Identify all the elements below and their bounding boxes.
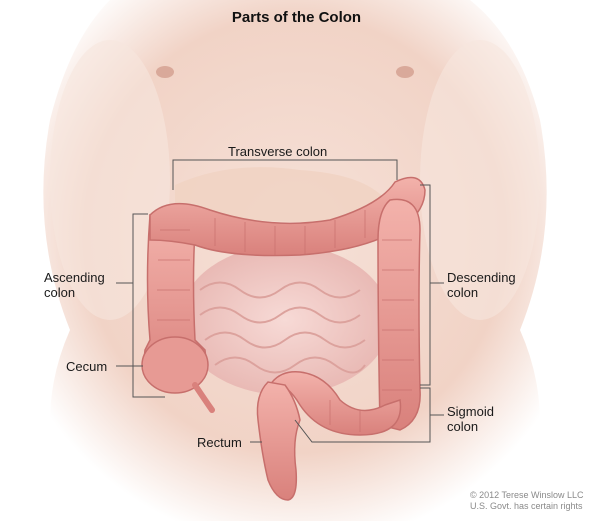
label-ascending-line2: colon [44, 285, 105, 300]
descending-colon [378, 199, 420, 430]
right-nipple [396, 66, 414, 78]
credit-line1: © 2012 Terese Winslow LLC [470, 490, 584, 501]
label-transverse-colon: Transverse colon [228, 144, 327, 159]
copyright-credit: © 2012 Terese Winslow LLC U.S. Govt. has… [470, 490, 584, 512]
label-sigmoid-line1: Sigmoid [447, 404, 494, 419]
label-sigmoid-colon: Sigmoid colon [447, 404, 494, 434]
label-descending-line2: colon [447, 285, 516, 300]
label-ascending-colon: Ascending colon [44, 270, 105, 300]
label-cecum: Cecum [66, 359, 107, 374]
label-descending-line1: Descending [447, 270, 516, 285]
credit-line2: U.S. Govt. has certain rights [470, 501, 584, 512]
small-intestine [180, 245, 390, 395]
left-nipple [156, 66, 174, 78]
label-ascending-line1: Ascending [44, 270, 105, 285]
label-rectum: Rectum [197, 435, 242, 450]
label-descending-colon: Descending colon [447, 270, 516, 300]
label-sigmoid-line2: colon [447, 419, 494, 434]
diagram-title: Parts of the Colon [0, 9, 593, 26]
